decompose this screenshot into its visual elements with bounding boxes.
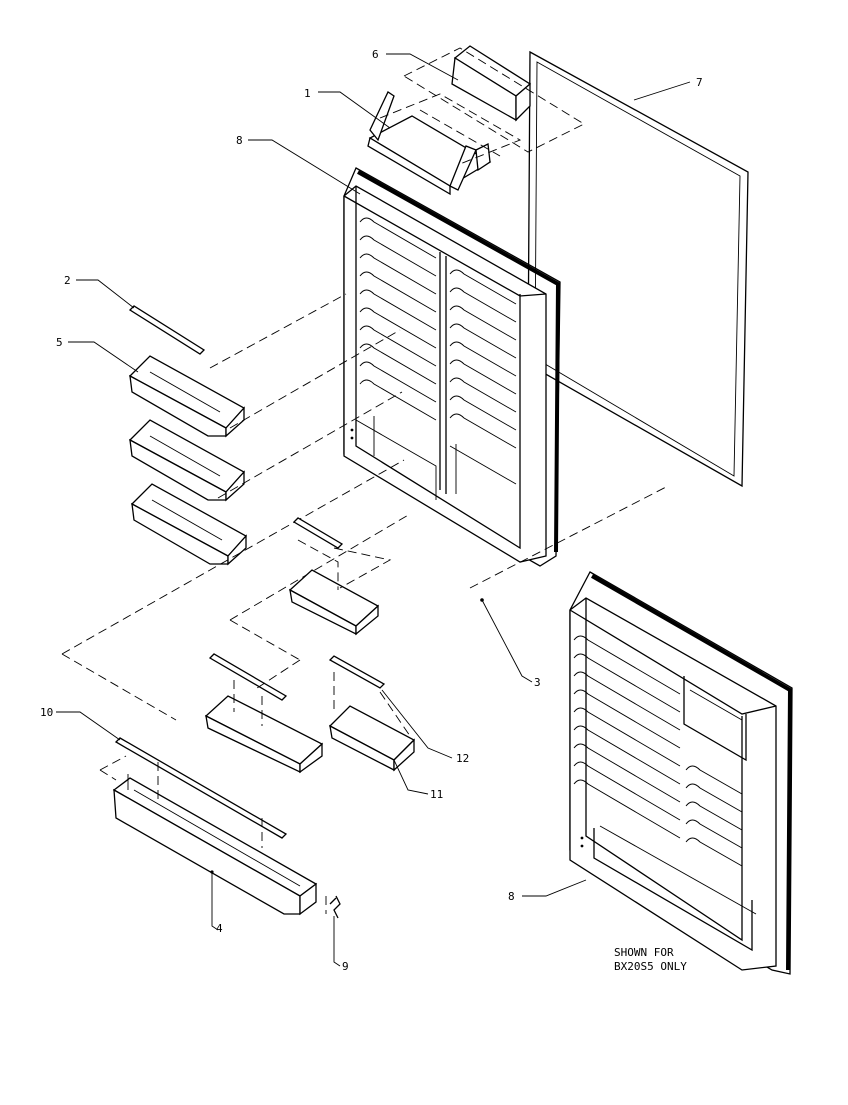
callout-1: 1 — [304, 87, 311, 100]
small-bin-left — [204, 653, 324, 774]
door-bin-lower-1 — [128, 419, 246, 502]
callout-6: 6 — [372, 48, 379, 61]
callout-7: 7 — [696, 76, 703, 89]
door-liner-main-part-8 — [343, 167, 561, 567]
callout-3: 3 — [534, 676, 541, 689]
callout-8-bottom: 8 — [508, 890, 515, 903]
callout-5: 5 — [56, 336, 63, 349]
dairy-cover-part-6 — [403, 45, 585, 153]
door-bin-part-5 — [128, 355, 246, 438]
small-bin-center — [288, 517, 392, 636]
callout-4: 4 — [216, 922, 223, 935]
door-liner-alt-part-8 — [569, 571, 793, 975]
note-line-1: SHOWN FOR — [614, 946, 674, 959]
bottom-bin-part-4 — [99, 755, 318, 916]
callout-8-top: 8 — [236, 134, 243, 147]
alt-liner-shelf-ridges-right — [685, 765, 743, 867]
model-note: SHOWN FOR BX20S5 ONLY — [614, 946, 687, 973]
callout-2: 2 — [64, 274, 71, 287]
clip-part-9 — [325, 895, 341, 919]
retainer-bar-part-2 — [128, 305, 206, 355]
liner-shelf-ridges-right — [449, 269, 517, 449]
liner-shelf-ridges-left — [359, 217, 437, 421]
note-line-2: BX20S5 ONLY — [614, 960, 687, 973]
callout-10: 10 — [40, 706, 53, 719]
dairy-base-part-1 — [367, 91, 522, 196]
alt-liner-shelf-ridges-left — [573, 635, 681, 839]
callout-11: 11 — [430, 788, 443, 801]
leader-lines — [56, 53, 691, 967]
door-gasket-part-7 — [527, 50, 749, 488]
callout-12: 12 — [456, 752, 469, 765]
retainer-bar-part-12 — [328, 655, 411, 737]
bin-part-11 — [328, 705, 416, 772]
callout-9: 9 — [342, 960, 349, 973]
callout-labels: 1 2 3 4 5 6 7 8 8 9 10 11 12 — [40, 48, 703, 973]
